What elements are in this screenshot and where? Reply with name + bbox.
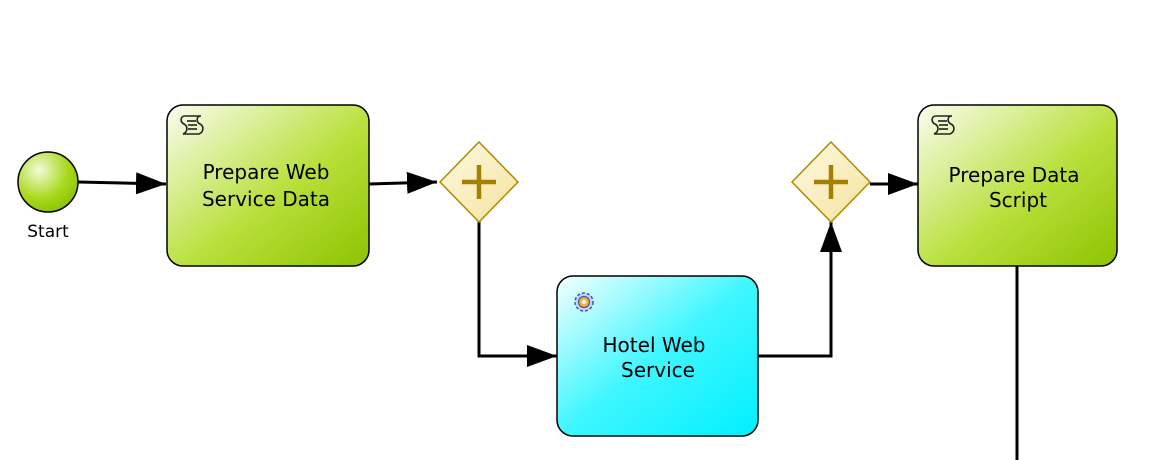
task-label-line2: Service <box>621 358 695 382</box>
task-hotel-web-service[interactable]: Hotel Web Service <box>556 275 759 437</box>
flow-split-to-hotel-ws[interactable] <box>477 221 557 367</box>
start-event[interactable]: Start <box>17 151 79 242</box>
task-prepare-data-script[interactable]: Prepare Data Script <box>917 104 1118 267</box>
script-icon <box>931 115 955 135</box>
task-label-line1: Prepare Data <box>949 163 1080 187</box>
task-label-line1: Hotel Web <box>603 333 706 357</box>
task-label-line2: Script <box>989 188 1047 212</box>
flow-prepare-ws-data-to-split[interactable] <box>368 171 438 194</box>
script-icon <box>180 115 204 135</box>
parallel-gateway-join[interactable] <box>790 140 872 224</box>
start-event-label: Start <box>27 222 69 242</box>
task-label-line1: Prepare Web <box>203 160 330 184</box>
sequence-flows <box>77 171 1019 460</box>
parallel-gateway-split[interactable] <box>438 140 520 224</box>
service-gear-icon <box>574 292 594 312</box>
plus-icon <box>814 165 848 199</box>
flow-start-to-prepare-ws-data[interactable] <box>77 172 167 195</box>
task-label-line2: Service Data <box>202 187 330 211</box>
task-prepare-web-service-data[interactable]: Prepare Web Service Data <box>166 104 370 267</box>
plus-icon <box>462 165 496 199</box>
flow-hotel-ws-to-join[interactable] <box>758 222 842 358</box>
